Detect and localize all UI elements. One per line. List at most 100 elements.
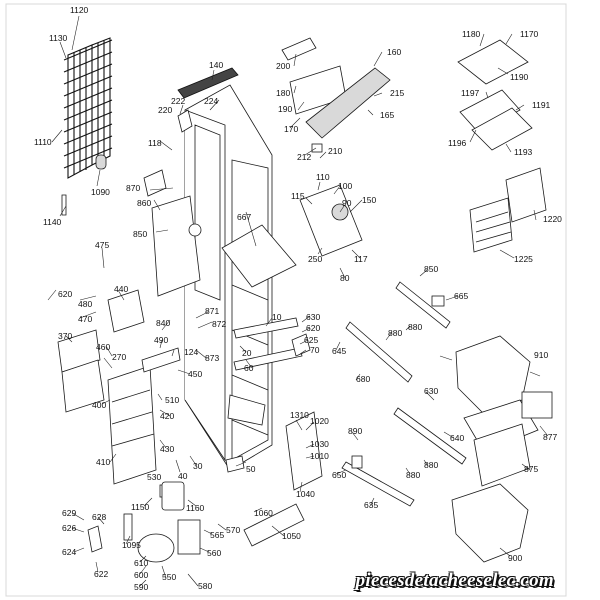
part-label: 480 — [78, 299, 92, 309]
plug-part — [87, 525, 103, 553]
part-label: 215 — [390, 88, 404, 98]
part-label: 900 — [508, 553, 522, 563]
cable-part — [123, 513, 133, 541]
crisper-cover-part — [457, 39, 529, 85]
ice-tray-part — [107, 289, 145, 333]
part-label: 650 — [332, 470, 346, 480]
part-label: 30 — [193, 461, 203, 471]
hinge-lower-part — [225, 455, 245, 473]
part-label: 626 — [62, 523, 76, 533]
part-label: 1095 — [122, 540, 141, 550]
part-label: 890 — [348, 426, 362, 436]
leader-lines — [47, 15, 549, 587]
part-label: 475 — [95, 240, 109, 250]
bottle-box-part — [505, 167, 547, 223]
part-label: 210 — [328, 146, 342, 156]
part-label: 1110 — [34, 137, 52, 147]
part-label: 565 — [210, 530, 224, 540]
part-label: 1150 — [131, 502, 150, 512]
part-label: 490 — [154, 335, 168, 345]
part-label: 420 — [160, 411, 174, 421]
part-label: 410 — [96, 457, 110, 467]
door-rail-right — [393, 407, 467, 465]
relay-part — [161, 481, 185, 511]
part-label: 1170 — [520, 29, 539, 39]
part-label: 222 — [171, 96, 185, 106]
freezer-flap-part — [57, 329, 101, 373]
part-label: 110 — [316, 172, 330, 182]
part-label: 645 — [332, 346, 346, 356]
part-label: 590 — [134, 582, 148, 592]
freezer-door-panel — [61, 359, 105, 413]
part-label: 625 — [304, 335, 318, 345]
glass-shelf-part — [221, 224, 297, 288]
freezer-door-frame — [107, 365, 157, 485]
part-label: 470 — [78, 314, 92, 324]
part-label: 570 — [226, 525, 240, 535]
capacitor-part — [177, 519, 201, 555]
drawer-tray-part — [473, 423, 531, 487]
door-handle-part — [141, 347, 181, 373]
part-label: 160 — [387, 47, 401, 57]
door-rail-upper — [395, 281, 451, 329]
part-label: 630 — [306, 312, 320, 322]
part-label: 118 — [148, 138, 162, 148]
part-label: 220 — [158, 105, 172, 115]
part-label: 1196 — [448, 138, 467, 148]
part-labels: 1120 1130 1110 1090 1140 140 222 220 224… — [34, 5, 562, 592]
watermark: piecesdetacheeselec.com — [355, 570, 554, 591]
freezer-door-shelves — [111, 389, 155, 447]
part-label: 115 — [291, 191, 305, 201]
part-label: 580 — [198, 581, 212, 591]
lamp-cover-part — [521, 391, 553, 419]
shelf-rail-lower — [233, 347, 303, 371]
part-label: 875 — [524, 464, 538, 474]
part-label: 880 — [388, 328, 402, 338]
compressor-part — [137, 533, 175, 563]
part-label: 250 — [308, 254, 322, 264]
part-label: 1010 — [310, 451, 329, 461]
part-label: 1160 — [186, 503, 205, 513]
part-label: 850 — [424, 264, 438, 274]
rail-clip-lower — [351, 455, 363, 469]
part-label: 440 — [114, 284, 128, 294]
part-label: 100 — [338, 181, 352, 191]
part-label: 1220 — [543, 214, 562, 224]
control-panel-part — [305, 67, 391, 139]
part-label: 680 — [356, 374, 370, 384]
part-label: 880 — [406, 470, 420, 480]
part-label: 1130 — [49, 33, 68, 43]
defrost-drain-part — [285, 411, 323, 491]
part-label: 840 — [156, 318, 170, 328]
knob-part — [281, 37, 317, 61]
part-label: 80 — [340, 273, 350, 283]
part-label: 1225 — [514, 254, 533, 264]
part-label: 430 — [160, 444, 174, 454]
wire-rack-bars — [475, 211, 512, 243]
part-label: 910 — [534, 350, 548, 360]
part-label: 1197 — [461, 88, 480, 98]
part-label: 1090 — [91, 187, 110, 197]
part-label: 624 — [62, 547, 76, 557]
lamp-holder-part — [177, 109, 193, 133]
part-label: 50 — [246, 464, 256, 474]
clip-part — [311, 143, 323, 153]
part-label: 60 — [244, 363, 254, 373]
crisper-drawer-lower — [451, 483, 529, 563]
part-label: 270 — [112, 352, 126, 362]
part-label: 635 — [364, 500, 378, 510]
part-label: 140 — [209, 60, 223, 70]
part-label: 620 — [58, 289, 72, 299]
fan-motor-group — [299, 184, 363, 257]
part-label: 170 — [284, 124, 298, 134]
part-label: 610 — [134, 558, 148, 568]
evaporator-panel — [151, 195, 201, 297]
part-label: 622 — [94, 569, 108, 579]
part-label: 1180 — [462, 29, 481, 39]
wire-rack-part — [469, 197, 513, 253]
door-rail-lower — [341, 461, 415, 507]
thermostat-part — [143, 169, 167, 197]
part-label: 180 — [276, 88, 290, 98]
